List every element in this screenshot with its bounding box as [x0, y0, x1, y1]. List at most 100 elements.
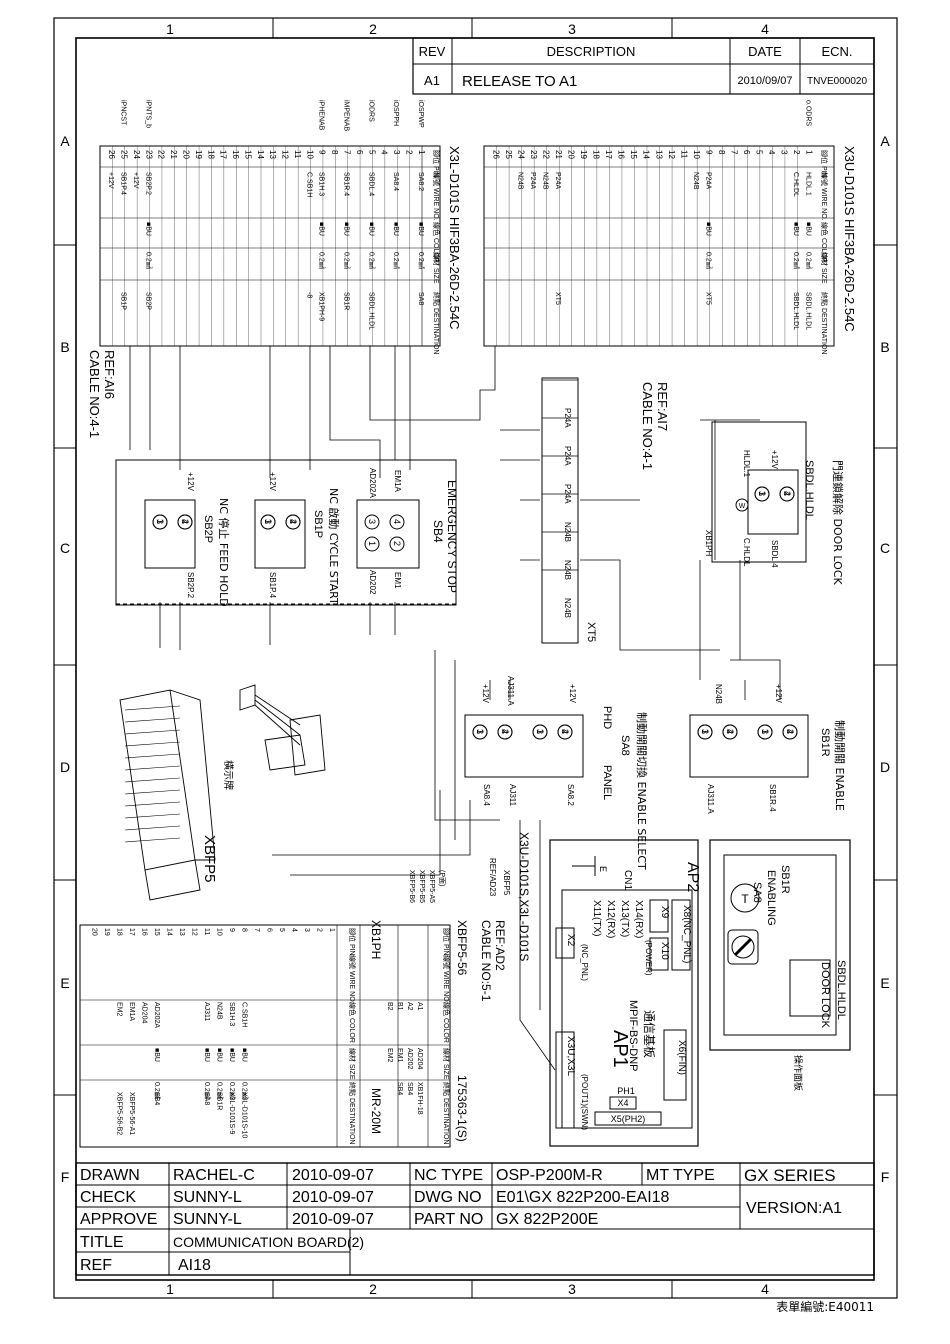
xbfp5-dest: XB1FH-18	[416, 1082, 423, 1115]
xbfp5-side-label: XBFP5-A5	[428, 870, 435, 903]
table-header: 腳位 PIN	[442, 928, 451, 956]
xb1ph-pin: 1	[328, 928, 335, 932]
contact-number: 4	[288, 519, 298, 524]
ref-label: REF	[80, 1257, 112, 1274]
x3l-title: X3L-D101S HIF3BA-26D-2.54C	[447, 146, 462, 330]
xb1ph-pin: 8	[241, 928, 248, 932]
connector-pin	[124, 753, 181, 759]
xbfp5-pin: A1	[416, 1002, 423, 1011]
contact-number: 3	[263, 519, 273, 524]
es-left2: +12V	[568, 684, 577, 704]
part-value: GX 822P200E	[496, 1211, 598, 1228]
connector-pin	[124, 801, 181, 807]
part-label: PART NO	[414, 1211, 483, 1228]
x3l-cable: CABLE NO:4-1	[87, 350, 102, 438]
connector-pin	[124, 717, 181, 723]
mt-type-value: GX SERIES	[744, 1166, 836, 1185]
row-a-left: A	[60, 133, 70, 149]
xb1ph-dest: XBFP5-56-B2	[116, 1092, 123, 1135]
feed-title: NC 停止 FEED HOLD	[217, 498, 231, 607]
connector-x3u-table: X3U-D101S HIF3BA-26D-2.54C 1234567891011…	[483, 100, 857, 354]
xbfp5-wire: AD204	[416, 1048, 423, 1070]
x2-label: X2	[565, 934, 576, 947]
ap1-label: AP1	[609, 1030, 631, 1068]
xb1ph-pin: 18	[116, 928, 123, 936]
xb1ph-pin: 4	[291, 928, 298, 932]
emergency-tag: SB4	[431, 520, 445, 543]
contact-terminal-icon	[782, 724, 798, 740]
em1a-label: EM1A	[393, 470, 402, 492]
enable-tag: SB1R	[819, 728, 831, 757]
wire-color: ■BU	[392, 222, 399, 236]
contact-terminal-icon	[557, 724, 573, 740]
signal-name: iODRS	[367, 100, 374, 122]
ground-label: E	[598, 866, 608, 872]
dwg-value: E01\GX 822P200-EAI18	[496, 1189, 670, 1206]
contact-number: 1	[475, 729, 485, 734]
check-value: SUNNY-L	[173, 1189, 242, 1206]
row-b-right: B	[880, 339, 889, 355]
xbfp5-table-part: 175363-1(S)	[455, 1075, 469, 1142]
column-header: 線材 SIZE	[820, 252, 829, 284]
date-header: DATE	[748, 44, 782, 59]
wire-number: C.SB1H	[305, 172, 312, 197]
pin-number: 9	[318, 150, 327, 155]
pin-number: 26	[107, 150, 116, 159]
connector-pin	[124, 813, 181, 819]
pin-number: 18	[592, 150, 601, 159]
xb1ph-size: 0.2㎟	[241, 1082, 249, 1099]
connector-pin	[124, 777, 181, 783]
xb1ph-wire: AD202A	[153, 1002, 160, 1028]
xb1ph-pin: 3	[303, 928, 310, 932]
contact-number: 1	[367, 541, 377, 546]
door-lock-button-icon	[789, 959, 831, 1017]
en-left: +12V	[774, 684, 783, 704]
table-header: 線號 WIRE NO.	[348, 955, 357, 1004]
contact-number: 4	[392, 519, 402, 524]
contact-number: 3	[367, 519, 377, 524]
panel-sb1r: SB1R	[779, 865, 791, 894]
ref-value: AI18	[178, 1257, 211, 1274]
description-header: DESCRIPTION	[547, 44, 636, 59]
wire-size: 0.2㎟	[144, 252, 152, 269]
xb1ph-wire: N24B	[216, 1002, 223, 1020]
xb1ph-dest: X3L-D101S-10	[241, 1092, 248, 1138]
pin-number: 17	[604, 150, 613, 159]
xb1ph-dest: SA8	[203, 1092, 210, 1105]
xbfp5-side-label: XBFP5-B6	[408, 870, 415, 903]
pin-number: 19	[194, 150, 203, 159]
connector-x3l-table: X3L-D101S HIF3BA-26D-2.54C REF:AI6 CABLE…	[87, 100, 462, 438]
contact-number: 3	[757, 491, 767, 496]
title-value: COMMUNICATION BOARD(2)	[173, 1234, 364, 1250]
contact-number: 4	[180, 519, 190, 524]
destination: SB2P	[144, 292, 151, 310]
row-e-right: E	[880, 975, 889, 991]
pin-number: 25	[120, 150, 129, 159]
pin-number: 18	[206, 150, 215, 159]
xb1ph-wire: AJ311	[203, 1002, 210, 1021]
wire-number: HLDL.1	[805, 172, 812, 196]
connector-pin	[124, 741, 181, 747]
pin-number: 3	[392, 150, 401, 155]
xbfp5-pin: A2	[406, 1002, 413, 1011]
panel-sa8: SA8	[751, 882, 763, 903]
pin-number: 14	[642, 150, 651, 159]
row-d-left: D	[60, 759, 70, 775]
en-n24: N24B	[714, 684, 723, 704]
contact-number: 3	[475, 729, 485, 734]
column-header: 腳位 PIN	[432, 150, 441, 178]
column-header: 線號 WIRE NO.	[432, 172, 441, 221]
door-tag: SBDL.HLDL	[803, 460, 815, 520]
xbfp5-pin: B1	[396, 1002, 403, 1011]
pin-number: 22	[541, 150, 550, 159]
signal-name: iMPENAB	[343, 100, 350, 131]
door-left: HLDL.1	[742, 450, 751, 478]
enable-select-tag: SA8	[619, 735, 631, 756]
power-label: (POWER)	[644, 940, 653, 976]
date-value: 2010/09/07	[737, 75, 792, 87]
approve-date: 2010-09-07	[292, 1211, 374, 1228]
contact-number: 2	[500, 729, 510, 734]
row-f-right: F	[881, 1169, 890, 1185]
xb1ph-wire: EM1A	[128, 1002, 135, 1021]
